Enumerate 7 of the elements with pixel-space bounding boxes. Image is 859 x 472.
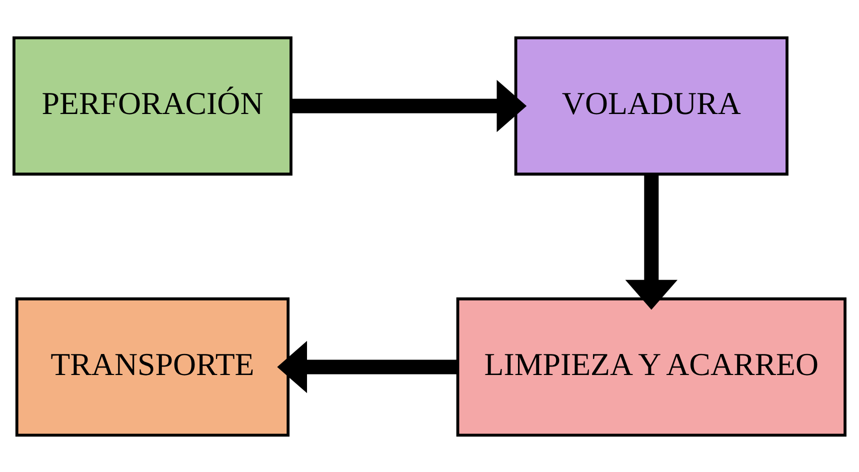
node-box: PERFORACIÓN xyxy=(12,36,292,176)
arrow xyxy=(277,340,458,393)
node-box: TRANSPORTE xyxy=(15,296,290,436)
arrow xyxy=(625,174,678,310)
node-box: VOLADURA xyxy=(514,36,788,176)
node-box: LIMPIEZA Y ACARREO xyxy=(456,296,846,436)
arrow xyxy=(291,79,527,132)
